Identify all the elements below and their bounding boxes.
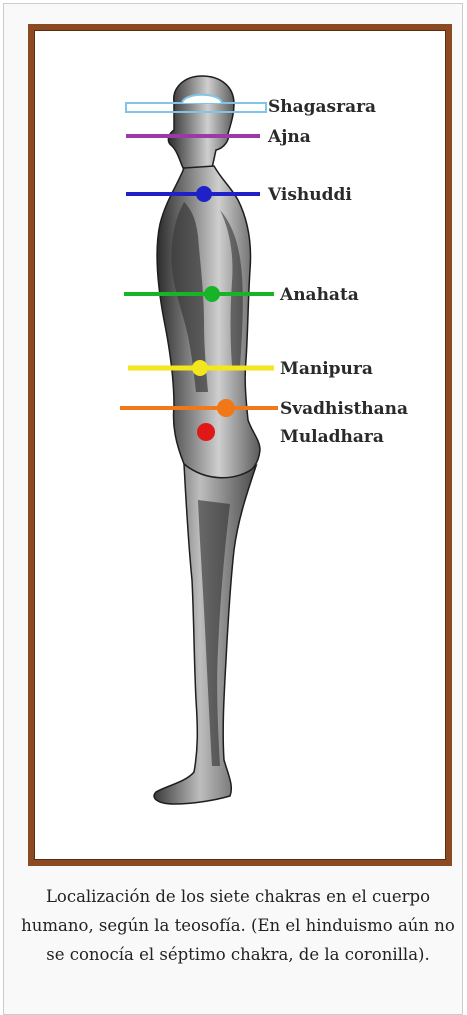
chakra-dot-svadhisthana xyxy=(217,399,235,417)
figure-container: Shagasrara Ajna Vishuddi Anahata Manipur… xyxy=(3,3,463,1015)
chakra-label-muladhara: Muladhara xyxy=(280,427,384,447)
chakra-label-vishuddi: Vishuddi xyxy=(267,185,352,205)
chakra-label-svadhisthana: Svadhisthana xyxy=(280,399,408,419)
chakra-label-anahata: Anahata xyxy=(279,285,359,305)
chakra-label-shagasrara: Shagasrara xyxy=(268,97,376,117)
chakra-diagram: Shagasrara Ajna Vishuddi Anahata Manipur… xyxy=(34,30,446,860)
chakra-dot-muladhara xyxy=(197,423,215,441)
chakra-dot-anahata xyxy=(204,286,220,302)
chakra-dot-vishuddi xyxy=(196,186,212,202)
chakra-label-manipura: Manipura xyxy=(280,359,373,379)
figure-caption: Localización de los siete chakras en el … xyxy=(18,882,458,969)
chakra-label-ajna: Ajna xyxy=(267,127,311,147)
chakra-dot-manipura xyxy=(192,360,208,376)
